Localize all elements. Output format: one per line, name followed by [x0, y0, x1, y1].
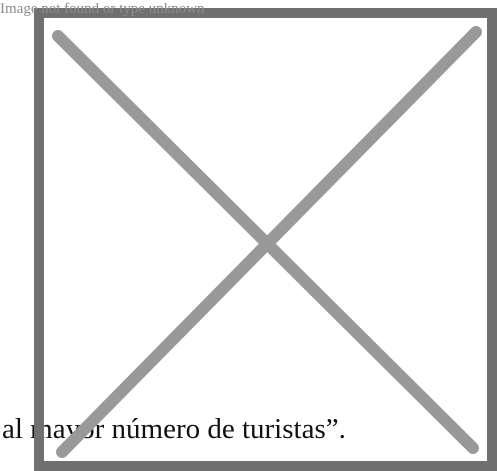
document-text-line: al mayor número de turistas”.	[2, 413, 346, 445]
cross-line-right	[56, 26, 482, 458]
image-frame	[34, 8, 497, 471]
broken-image-icon	[34, 8, 497, 471]
broken-image-placeholder	[34, 8, 497, 471]
image-alt-text: Image not found or type unknown	[0, 1, 205, 17]
